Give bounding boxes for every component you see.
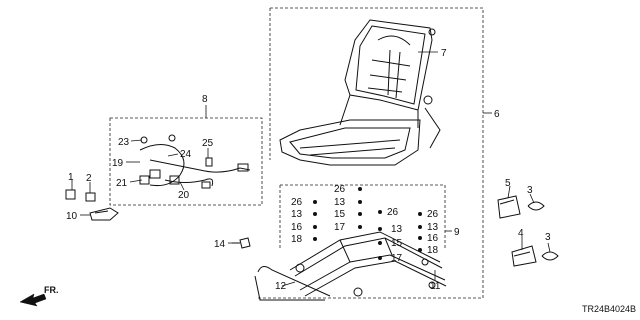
bolt-mid2-15: 15 bbox=[391, 238, 403, 249]
callout-14: 14 bbox=[214, 239, 226, 250]
seat-frame-illustration bbox=[279, 19, 441, 166]
callout-12: 12 bbox=[275, 281, 287, 292]
callout-2: 2 bbox=[86, 173, 92, 184]
callout-11: 11 bbox=[430, 281, 441, 292]
rail-dashed-box bbox=[280, 184, 446, 250]
bolt-mid2-13: 13 bbox=[391, 224, 403, 235]
callout-10: 10 bbox=[66, 211, 78, 222]
bolt-mid-17: 17 bbox=[334, 222, 346, 233]
callout-7: 7 bbox=[441, 48, 447, 59]
front-arrow-icon bbox=[19, 293, 47, 307]
callout-5: 5 bbox=[505, 178, 511, 189]
bolt-mid-26: 26 bbox=[334, 184, 346, 195]
seat-rails-illustration bbox=[254, 231, 447, 301]
part-5-illustration bbox=[497, 195, 521, 219]
diagram-code: TR24B4024B bbox=[582, 304, 636, 314]
bolt-mid-15: 15 bbox=[334, 209, 346, 220]
part-4-illustration bbox=[511, 245, 537, 267]
callout-21: 21 bbox=[116, 178, 128, 189]
bolt-left-18: 18 bbox=[291, 234, 303, 245]
bolt-left-26: 26 bbox=[291, 197, 303, 208]
wire-harness-illustration bbox=[139, 134, 251, 189]
callout-20: 20 bbox=[178, 190, 190, 201]
callout-1: 1 bbox=[68, 172, 74, 183]
bolt-right-18: 18 bbox=[427, 245, 439, 256]
callout-9: 9 bbox=[454, 227, 460, 238]
callout-25: 25 bbox=[202, 138, 214, 149]
part-3a-clip-illustration bbox=[527, 201, 545, 211]
bolt-right-26: 26 bbox=[427, 209, 439, 220]
callout-6: 6 bbox=[494, 109, 500, 120]
bolt-right-13: 13 bbox=[427, 222, 439, 233]
callout-3b: 3 bbox=[545, 232, 551, 243]
callout-3a: 3 bbox=[527, 185, 533, 196]
callout-4: 4 bbox=[518, 228, 524, 239]
part-14-bolt-illustration bbox=[232, 237, 251, 249]
harness-dashed-box bbox=[109, 117, 263, 206]
bolt-mid-13: 13 bbox=[334, 197, 346, 208]
part-2-illustration bbox=[85, 192, 96, 202]
bolt-mid2-26: 26 bbox=[387, 207, 399, 218]
callout-24: 24 bbox=[180, 149, 192, 160]
bolt-left-13: 13 bbox=[291, 209, 303, 220]
part-1-illustration bbox=[65, 189, 76, 200]
seat-frame-dashed-box bbox=[256, 7, 484, 299]
front-label: FR. bbox=[44, 285, 59, 295]
callout-19: 19 bbox=[112, 158, 124, 169]
callout-23: 23 bbox=[118, 137, 130, 148]
part-3b-clip-illustration bbox=[541, 251, 559, 261]
bolt-mid2-17: 17 bbox=[391, 253, 403, 264]
bolt-right-16: 16 bbox=[427, 233, 439, 244]
part-10-illustration bbox=[89, 207, 119, 221]
callout-8: 8 bbox=[202, 94, 208, 105]
bolt-left-16: 16 bbox=[291, 222, 303, 233]
